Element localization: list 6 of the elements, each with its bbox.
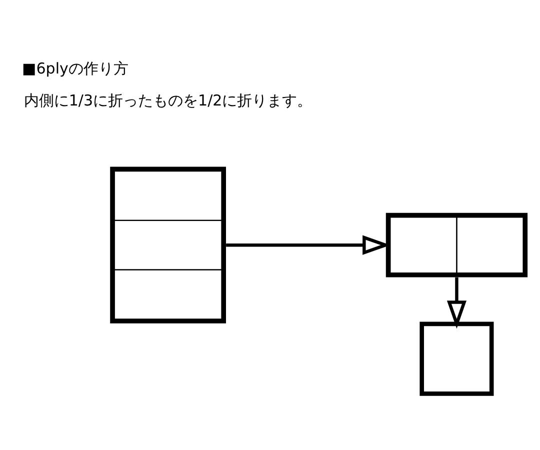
node-box [110,166,226,323]
node-box [420,321,494,396]
diagram-title: ■6plyの作り方 [22,59,128,78]
label: 内側に1/3に折ったものを1/2に折ります。 [24,90,312,109]
node-box [386,212,528,277]
arrow [446,276,466,328]
